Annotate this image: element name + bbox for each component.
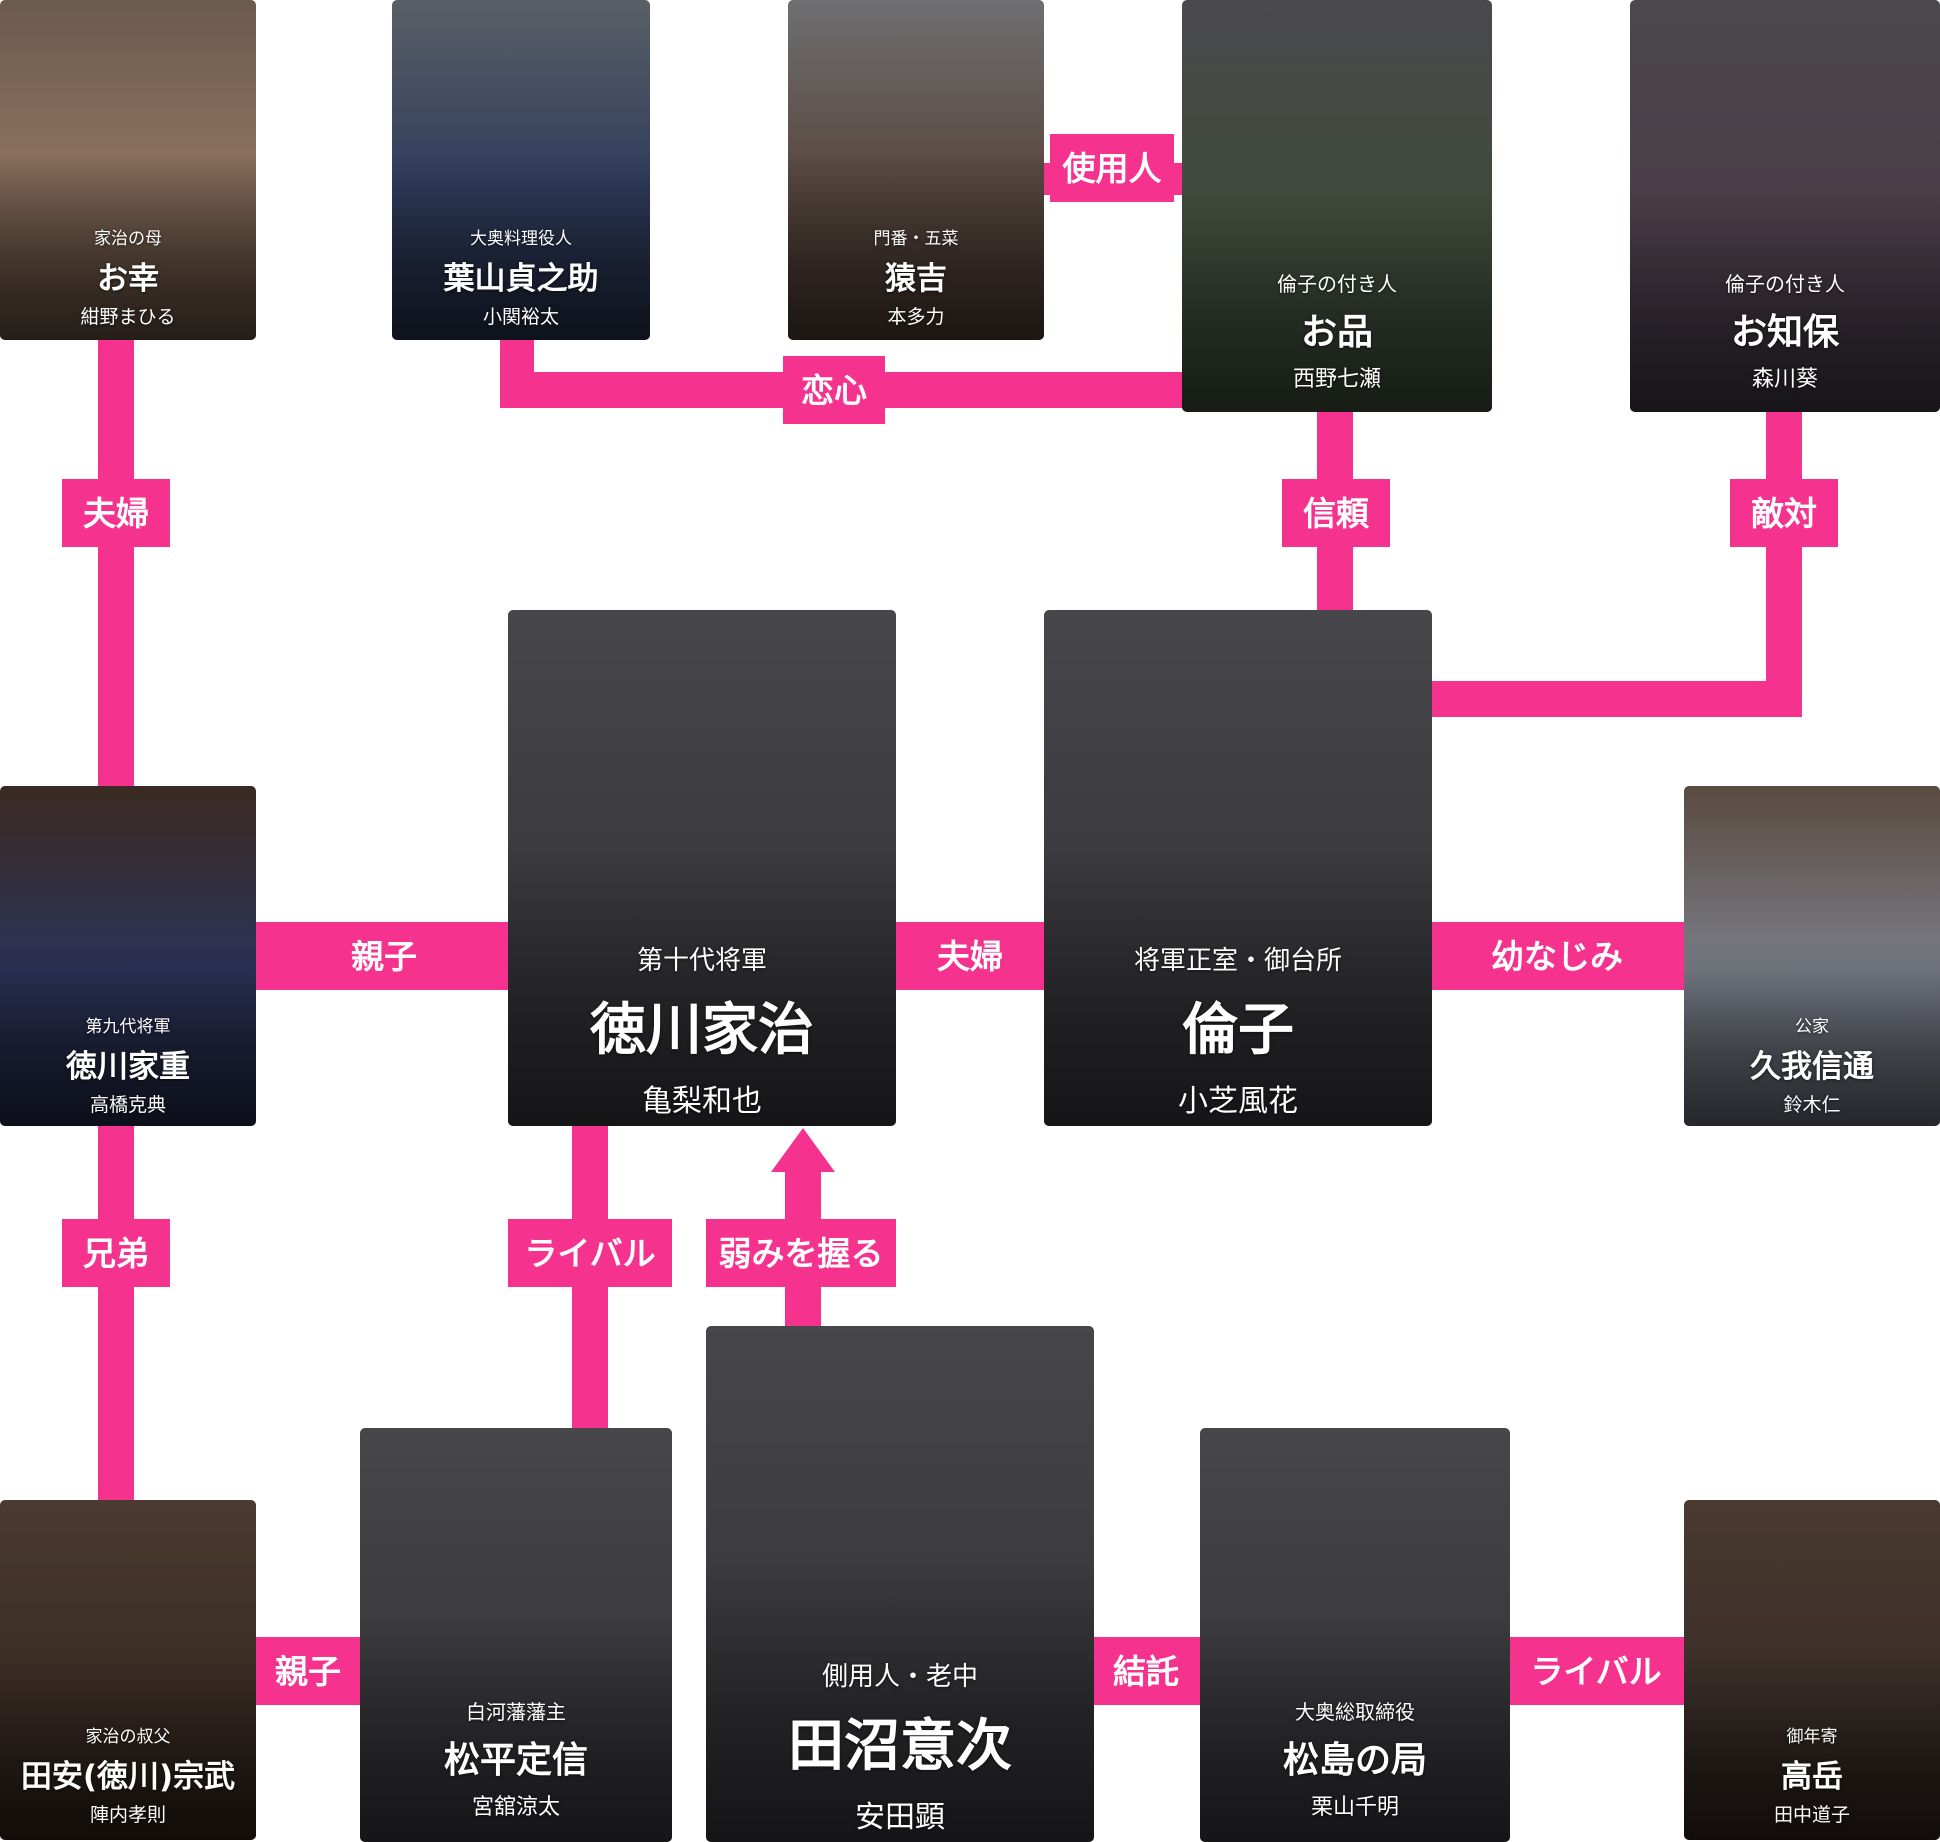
relation-label-kyoudai: 兄弟 <box>62 1219 170 1287</box>
actor-name: 亀梨和也 <box>642 1084 762 1119</box>
actor-name: 安田顕 <box>855 1800 945 1835</box>
relation-label-fuufu-2: 夫婦 <box>912 922 1028 990</box>
actor-name: 西野七瀬 <box>1292 367 1381 392</box>
actor-name: 紺野まひる <box>80 306 176 328</box>
character-name: 徳川家重 <box>66 1049 190 1085</box>
character-card-tomoko[interactable]: 将軍正室・御台所 倫子 小芝風花 <box>1044 610 1432 1126</box>
character-name: 松平定信 <box>443 1740 588 1781</box>
character-role: 倫子の付き人 <box>1725 272 1845 296</box>
character-role: 将軍正室・御台所 <box>1133 946 1342 976</box>
character-card-sadanobu[interactable]: 白河藩藩主 松平定信 宮舘涼太 <box>360 1428 672 1842</box>
actor-name: 陣内孝則 <box>89 1804 166 1826</box>
relation-label-oyako-1: 親子 <box>322 922 446 990</box>
relation-label-fuufu-1: 夫婦 <box>62 479 170 547</box>
relation-label-shiyounin: 使用人 <box>1050 134 1174 202</box>
character-name: 葉山貞之助 <box>443 261 599 297</box>
connector-ieshige-munetake <box>98 1126 134 1500</box>
character-role: 大奥料理役人 <box>470 229 572 249</box>
character-name: 高岳 <box>1781 1759 1843 1795</box>
character-name: 倫子 <box>1182 998 1294 1063</box>
character-role: 大奥総取締役 <box>1295 1700 1415 1724</box>
actor-name: 小芝風花 <box>1178 1084 1298 1119</box>
character-name: 猿吉 <box>885 261 947 297</box>
character-card-koga[interactable]: 公家 久我信通 鈴木仁 <box>1684 786 1940 1126</box>
character-role: 第九代将軍 <box>85 1017 171 1037</box>
character-card-okitsugu[interactable]: 側用人・老中 田沼意次 安田顕 <box>706 1326 1094 1842</box>
character-card-ieshige[interactable]: 第九代将軍 徳川家重 高橋克典 <box>0 786 256 1126</box>
character-name: 松島の局 <box>1282 1740 1427 1781</box>
character-name: 久我信通 <box>1750 1049 1874 1085</box>
character-role: 倫子の付き人 <box>1277 272 1397 296</box>
relation-label-shinrai: 信頼 <box>1282 479 1390 547</box>
actor-name: 本多力 <box>887 306 945 328</box>
character-card-sarukichi[interactable]: 門番・五菜 猿吉 本多力 <box>788 0 1044 340</box>
character-card-kosachi[interactable]: 家治の母 お幸 紺野まひる <box>0 0 256 340</box>
relation-label-rival-2: ライバル <box>1514 1637 1678 1705</box>
connector-ochiho-drop <box>1766 412 1802 717</box>
character-card-oshina[interactable]: 倫子の付き人 お品 西野七瀬 <box>1182 0 1492 412</box>
character-role: 第十代将軍 <box>636 946 767 976</box>
character-role: 公家 <box>1795 1017 1829 1037</box>
relation-label-rival-1: ライバル <box>508 1219 672 1287</box>
character-role: 家治の母 <box>94 229 162 249</box>
character-name: 田沼意次 <box>788 1714 1012 1779</box>
actor-name: 田中道子 <box>1773 1804 1850 1826</box>
character-name: お品 <box>1300 312 1373 353</box>
relation-label-yowami: 弱みを握る <box>706 1219 896 1287</box>
connector-ochiho-tomoko <box>1428 681 1802 717</box>
character-role: 側用人・老中 <box>821 1662 978 1692</box>
character-role: 御年寄 <box>1786 1727 1838 1747</box>
actor-name: 小関裕太 <box>482 306 559 328</box>
character-card-ieharu[interactable]: 第十代将軍 徳川家治 亀梨和也 <box>508 610 896 1126</box>
character-name: 田安(徳川)宗武 <box>20 1759 236 1795</box>
actor-name: 宮舘涼太 <box>471 1795 560 1820</box>
actor-name: 栗山千明 <box>1310 1795 1399 1820</box>
relation-label-tekitai: 敵対 <box>1730 479 1838 547</box>
character-card-munetake[interactable]: 家治の叔父 田安(徳川)宗武 陣内孝則 <box>0 1500 256 1840</box>
character-card-hayama[interactable]: 大奥料理役人 葉山貞之助 小関裕太 <box>392 0 650 340</box>
relation-label-kettaku: 結託 <box>1102 1637 1190 1705</box>
character-role: 家治の叔父 <box>85 1727 171 1747</box>
relation-label-koigokoro: 恋心 <box>783 356 885 424</box>
actor-name: 森川葵 <box>1751 367 1818 392</box>
actor-name: 鈴木仁 <box>1783 1094 1841 1116</box>
character-name: お知保 <box>1730 312 1839 353</box>
character-card-takaoka[interactable]: 御年寄 高岳 田中道子 <box>1684 1500 1940 1840</box>
character-role: 白河藩藩主 <box>466 1700 566 1724</box>
character-name: お幸 <box>97 261 159 297</box>
arrow-head-to-ieharu <box>771 1128 835 1172</box>
character-card-matsushima[interactable]: 大奥総取締役 松島の局 栗山千明 <box>1200 1428 1510 1842</box>
character-card-ochiho[interactable]: 倫子の付き人 お知保 森川葵 <box>1630 0 1940 412</box>
actor-name: 高橋克典 <box>89 1094 166 1116</box>
character-name: 徳川家治 <box>590 998 814 1063</box>
relation-label-osananajimi: 幼なじみ <box>1466 922 1648 990</box>
connector-kosachi-ieshige <box>98 338 134 786</box>
relation-label-oyako-2: 親子 <box>264 1637 352 1705</box>
character-role: 門番・五菜 <box>873 229 959 249</box>
